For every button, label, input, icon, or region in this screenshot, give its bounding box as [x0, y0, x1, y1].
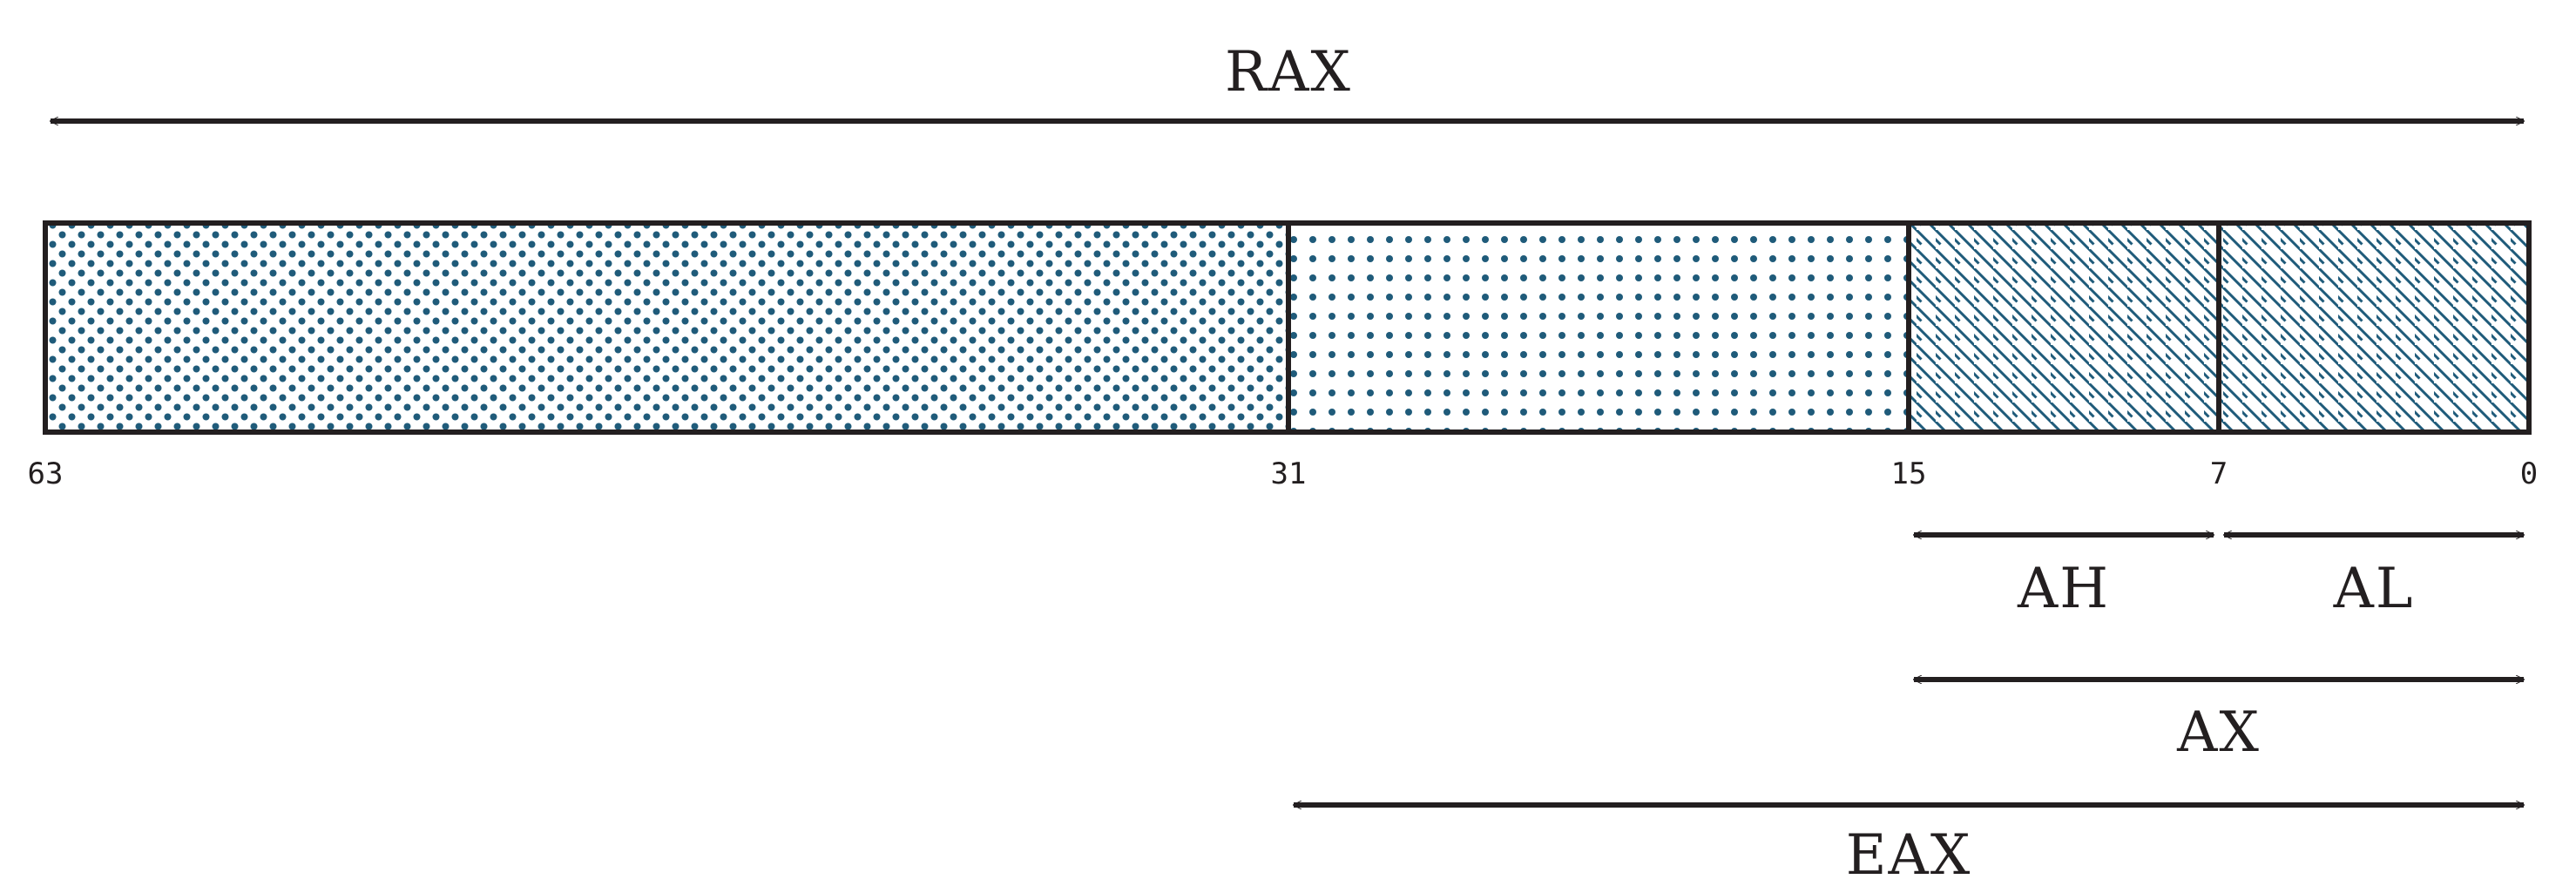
segment-bits-15-8 [1909, 223, 2219, 432]
bit-label-63: 63 [28, 457, 64, 491]
bit-label-31: 31 [1271, 457, 1307, 491]
segment-bits-7-0 [2219, 223, 2529, 432]
ax-label: AX [2176, 700, 2261, 765]
al-label: AL [2333, 557, 2415, 621]
ah-label: AH [2017, 557, 2110, 621]
bit-label-7: 7 [2210, 457, 2228, 491]
bit-label-0: 0 [2520, 457, 2538, 491]
bit-label-15: 15 [1891, 457, 1927, 491]
segment-bits-31-16 [1288, 223, 1909, 432]
rax-label: RAX [1225, 40, 1352, 105]
eax-label: EAX [1846, 823, 1972, 886]
segment-bits-63-32 [45, 223, 1288, 432]
